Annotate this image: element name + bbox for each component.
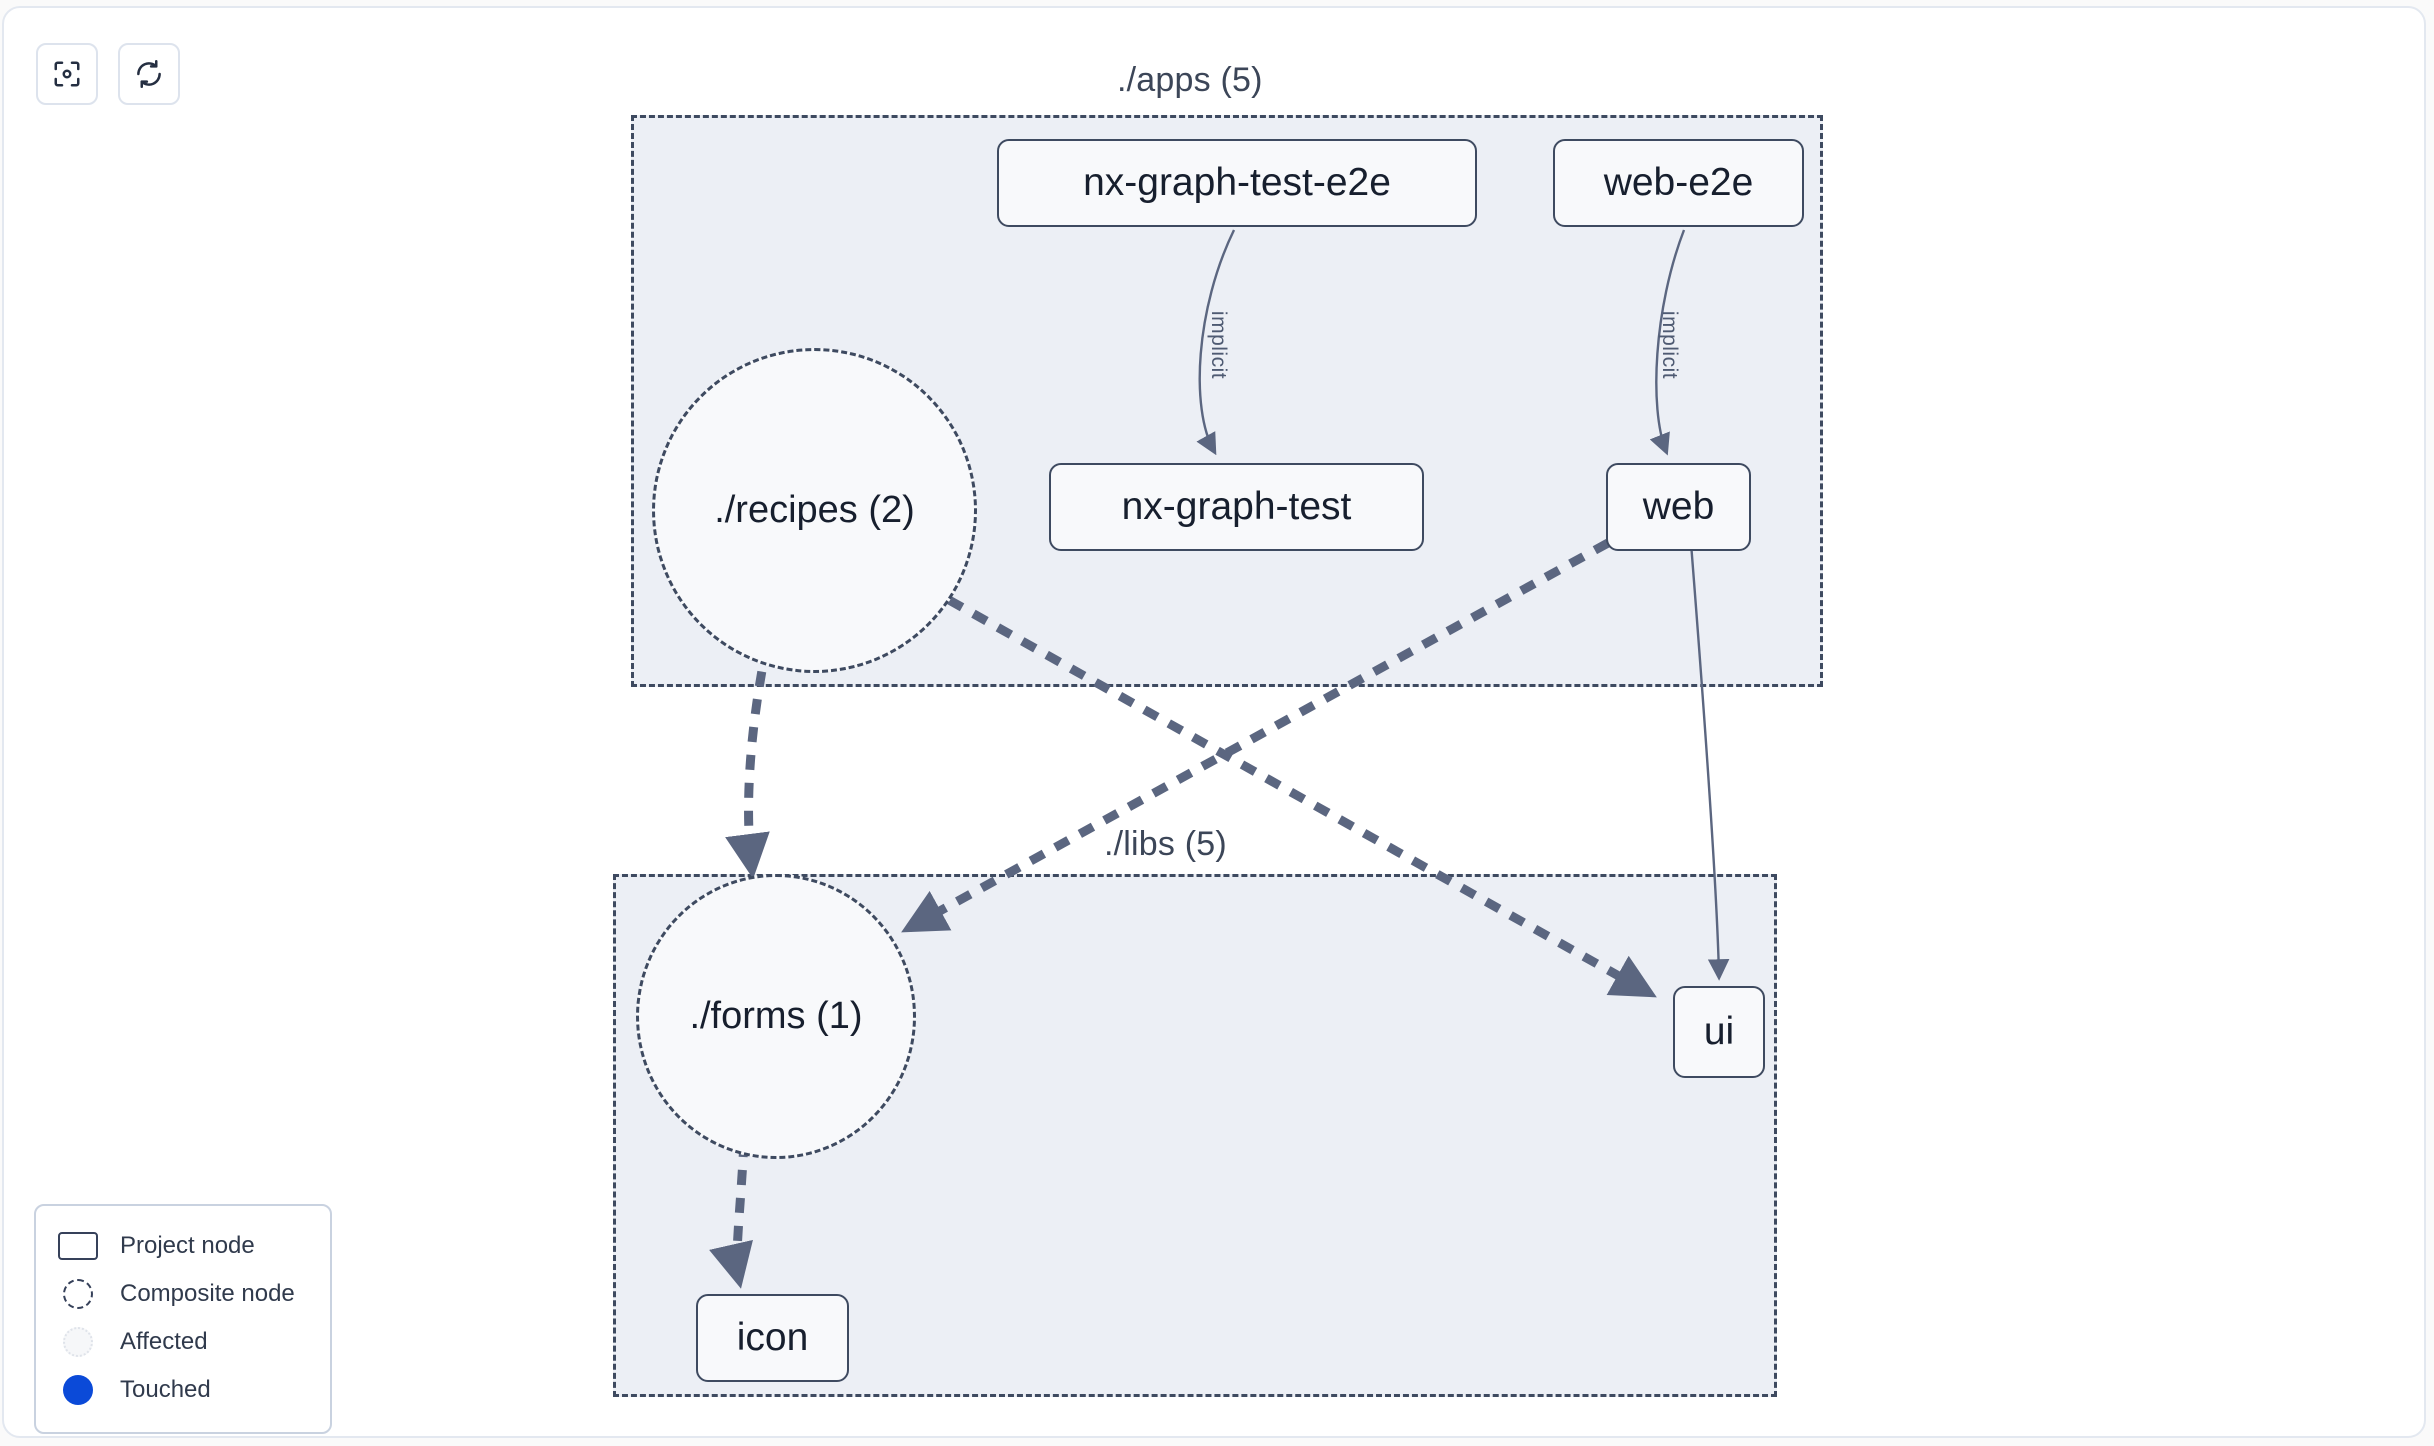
legend-item-project-node: Project node (58, 1222, 312, 1270)
node-nx-graph-test-e2e[interactable]: nx-graph-test-e2e (997, 139, 1477, 227)
graph-toolbar (36, 43, 180, 105)
legend-item-affected: Affected (58, 1318, 312, 1366)
focus-graph-button[interactable] (36, 43, 98, 105)
node-recipes[interactable]: ./recipes (2) (652, 348, 977, 673)
edge-label-implicit-web: implicit (1658, 310, 1681, 380)
refresh-icon (134, 59, 164, 89)
touched-swatch-icon (58, 1375, 98, 1405)
node-label: ui (1703, 1010, 1735, 1053)
legend-item-touched: Touched (58, 1366, 312, 1414)
legend-label: Affected (120, 1328, 208, 1355)
node-icon[interactable]: icon (696, 1294, 849, 1382)
legend-label: Composite node (120, 1280, 295, 1307)
graph-viewport[interactable]: ./apps (5) ./libs (5) (4, 8, 2424, 1436)
edge-label-implicit-nx-graph-test: implicit (1207, 310, 1230, 380)
node-label: icon (736, 1316, 809, 1359)
group-apps-label: ./apps (5) (1117, 61, 1263, 99)
legend-label: Project node (120, 1232, 255, 1259)
node-label: ./recipes (2) (714, 489, 915, 531)
node-forms[interactable]: ./forms (1) (636, 874, 916, 1159)
graph-legend: Project node Composite node Affected Tou… (34, 1204, 332, 1434)
refresh-graph-button[interactable] (118, 43, 180, 105)
node-label: web (1642, 485, 1715, 528)
affected-swatch-icon (58, 1327, 98, 1357)
graph-canvas-panel[interactable]: ./apps (5) ./libs (5) (2, 6, 2426, 1438)
composite-node-swatch-icon (58, 1279, 98, 1309)
legend-item-composite-node: Composite node (58, 1270, 312, 1318)
node-web[interactable]: web (1606, 463, 1751, 551)
node-label: nx-graph-test-e2e (1083, 161, 1391, 204)
project-node-swatch-icon (58, 1232, 98, 1260)
focus-icon (52, 59, 82, 89)
node-web-e2e[interactable]: web-e2e (1553, 139, 1804, 227)
node-nx-graph-test[interactable]: nx-graph-test (1049, 463, 1424, 551)
group-libs-label: ./libs (5) (1104, 825, 1227, 863)
node-label: nx-graph-test (1121, 485, 1352, 528)
node-ui[interactable]: ui (1673, 986, 1765, 1078)
node-label: ./forms (1) (689, 995, 863, 1037)
legend-label: Touched (120, 1376, 211, 1403)
node-label: web-e2e (1603, 161, 1754, 204)
